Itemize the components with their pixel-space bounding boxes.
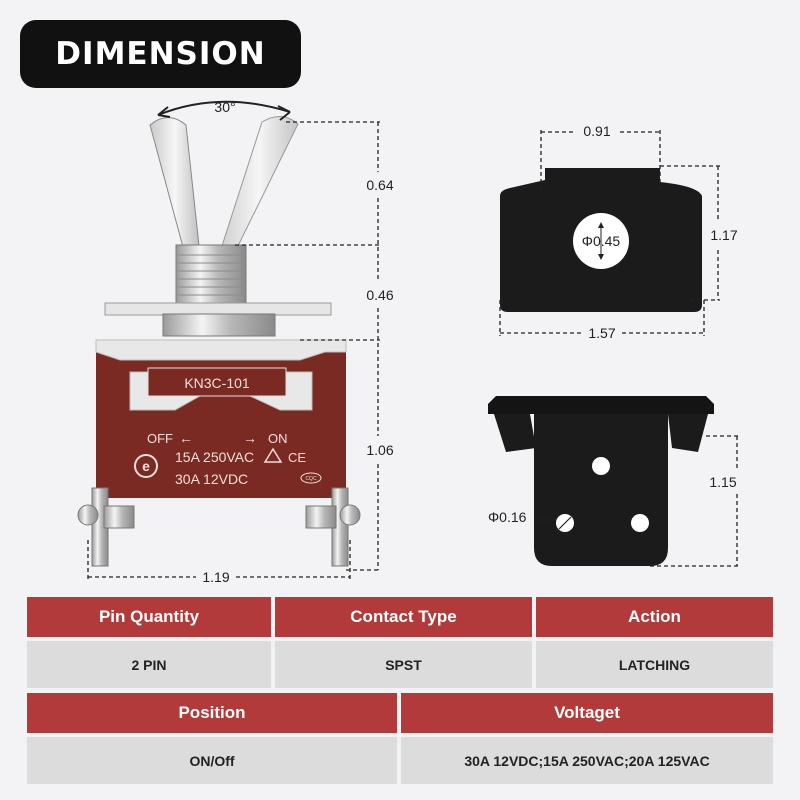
rating-line-2: 30A 12VDC	[175, 471, 248, 487]
brand-logo-icon	[134, 454, 158, 478]
hex-nut	[162, 313, 276, 337]
page-title: DIMENSION	[55, 36, 266, 72]
body-top-cap	[95, 339, 347, 361]
header-pin-quantity: Pin Quantity	[27, 597, 271, 637]
brand-logo-letter: e	[142, 458, 150, 474]
side-view-dimensions	[535, 435, 740, 567]
dim-plate-height: 1.17	[710, 227, 737, 243]
dim-side-height: 1.15	[709, 474, 736, 490]
dimension-drawing: KN3C-101 OFF ← → ON e 15A 250VAC CE 30A …	[77, 99, 740, 585]
dim-body-height: 1.06	[366, 442, 393, 458]
header-position: Position	[27, 693, 397, 733]
dim-body-width: 1.19	[202, 569, 229, 585]
dim-plate-top-width: 0.91	[583, 123, 610, 139]
model-label-box	[147, 367, 287, 397]
header-voltage: Voltaget	[401, 693, 773, 733]
value-action: LATCHING	[536, 641, 773, 688]
switch-front-view: KN3C-101 OFF ← → ON e 15A 250VAC CE 30A …	[77, 116, 361, 567]
threaded-bushing	[175, 244, 247, 306]
title-badge: DIMENSION	[20, 20, 301, 88]
dim-angle: 30°	[214, 99, 235, 115]
toggle-lever-right	[219, 116, 299, 259]
dim-side-hole: Φ0.16	[488, 509, 527, 525]
off-label: OFF	[147, 431, 173, 446]
ce-mark: CE	[288, 450, 306, 465]
bracket-body	[534, 414, 668, 566]
toggle-lever-left	[149, 117, 201, 259]
value-contact-type: SPST	[275, 641, 532, 688]
dim-plate-width: 1.57	[588, 325, 615, 341]
front-view-dimensions	[87, 100, 380, 580]
bracket-left-ear	[494, 414, 536, 452]
bracket-top-flange	[488, 396, 714, 414]
header-contact-type: Contact Type	[275, 597, 532, 637]
value-pin-quantity: 2 PIN	[27, 641, 271, 688]
warning-triangle-icon	[263, 447, 283, 463]
model-label: KN3C-101	[184, 375, 250, 391]
plate-top-view	[500, 168, 702, 312]
bracket-hole-right	[631, 514, 649, 532]
off-arrow-icon: ←	[179, 430, 193, 446]
cqc-mark-icon	[300, 472, 322, 484]
on-label: ON	[268, 431, 288, 446]
bracket-hole-top	[592, 457, 610, 475]
dim-plate-hole: Φ0.45	[582, 233, 621, 249]
rating-line-1: 15A 250VAC	[175, 449, 254, 465]
value-position: ON/Off	[27, 737, 397, 784]
dim-bushing-height: 0.46	[366, 287, 393, 303]
terminal-left	[77, 487, 135, 567]
plate-side-view	[488, 396, 714, 566]
on-arrow-icon: →	[243, 430, 257, 446]
cqc-mark: CQC	[305, 476, 317, 482]
header-action: Action	[536, 597, 773, 637]
terminal-right	[305, 487, 361, 567]
mounting-plate	[104, 302, 332, 316]
bracket-right-ear	[668, 414, 708, 452]
dim-lever-height: 0.64	[366, 177, 393, 193]
value-voltage: 30A 12VDC;15A 250VAC;20A 125VAC	[401, 737, 773, 784]
plate-top-dimensions	[499, 130, 720, 336]
